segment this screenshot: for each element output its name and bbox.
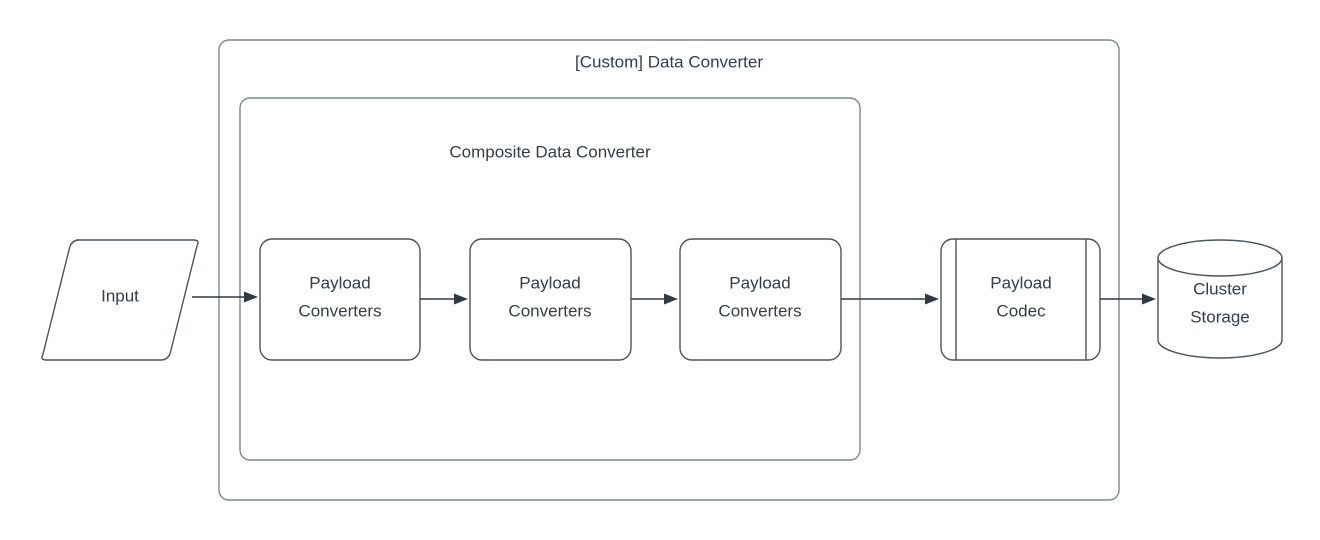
node-payload-converters-1[interactable]: Payload Converters — [259, 238, 421, 361]
connector-pc1-to-pc2[interactable] — [420, 293, 468, 305]
connector-input-to-pc1-arrowhead — [244, 291, 258, 303]
custom-data-converter-label: [Custom] Data Converter — [575, 52, 763, 71]
connector-pc3-to-codec[interactable] — [841, 293, 939, 305]
connector-input-to-pc1[interactable] — [192, 291, 258, 303]
cluster-storage-body[interactable] — [1157, 258, 1283, 359]
payload-codec-shape[interactable] — [940, 238, 1101, 361]
cluster-storage-label-line1: Cluster — [1193, 279, 1247, 298]
payload-converters-3-shape[interactable] — [679, 238, 842, 361]
node-cluster-storage[interactable]: Cluster Storage — [1157, 239, 1283, 359]
payload-converters-2-shape[interactable] — [469, 238, 632, 361]
node-input[interactable]: Input — [41, 239, 199, 361]
payload-converters-2-label-line1: Payload — [519, 273, 580, 292]
payload-converters-3-label-line2: Converters — [718, 301, 801, 320]
node-payload-converters-2[interactable]: Payload Converters — [469, 238, 632, 361]
payload-converters-1-label-line1: Payload — [309, 273, 370, 292]
composite-data-converter-label: Composite Data Converter — [449, 142, 651, 161]
node-payload-converters-3[interactable]: Payload Converters — [679, 238, 842, 361]
input-shape[interactable] — [41, 239, 199, 361]
cluster-storage-label-line2: Storage — [1190, 307, 1250, 326]
payload-codec-label-line1: Payload — [990, 273, 1051, 292]
node-payload-codec[interactable]: Payload Codec — [940, 238, 1101, 361]
payload-converters-1-shape[interactable] — [259, 238, 421, 361]
payload-converters-2-label-line2: Converters — [508, 301, 591, 320]
payload-codec-label-line2: Codec — [996, 301, 1046, 320]
connector-pc2-to-pc3[interactable] — [631, 293, 678, 305]
connector-pc3-to-codec-arrowhead — [925, 293, 939, 305]
connector-codec-to-storage[interactable] — [1100, 293, 1156, 305]
input-label: Input — [101, 286, 139, 305]
payload-converters-3-label-line1: Payload — [729, 273, 790, 292]
payload-converters-1-label-line2: Converters — [298, 301, 381, 320]
cluster-storage-top[interactable] — [1157, 239, 1283, 277]
connector-pc1-to-pc2-arrowhead — [454, 293, 468, 305]
connector-codec-to-storage-arrowhead — [1142, 293, 1156, 305]
connector-pc2-to-pc3-arrowhead — [664, 293, 678, 305]
